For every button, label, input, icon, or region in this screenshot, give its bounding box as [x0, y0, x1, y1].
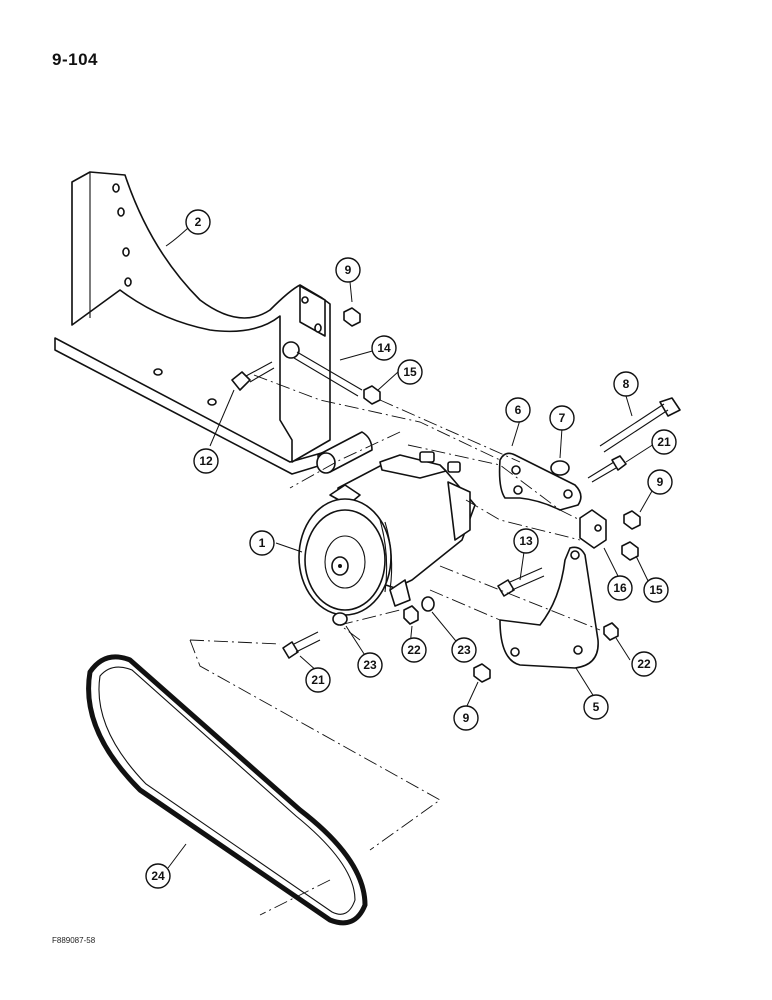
leader-lines	[165, 227, 657, 869]
callout-label: 5	[593, 700, 600, 714]
callout-13: 13	[513, 528, 539, 554]
callout-label: 14	[377, 341, 391, 355]
callout-label: 9	[345, 263, 352, 277]
callout-label: 9	[463, 711, 470, 725]
callout-label: 13	[519, 534, 533, 548]
callout-9: 9	[647, 469, 673, 495]
callout-label: 23	[457, 643, 471, 657]
callout-22: 22	[401, 637, 427, 663]
drive-belt	[86, 654, 368, 926]
callout-label: 15	[403, 365, 417, 379]
callout-label: 23	[363, 658, 377, 672]
callout-21: 21	[651, 429, 677, 455]
compressor	[298, 451, 476, 616]
callout-label: 15	[649, 583, 663, 597]
callout-15: 15	[643, 577, 669, 603]
callout-label: 21	[311, 673, 325, 687]
callout-1: 1	[249, 530, 275, 556]
callout-23: 23	[451, 637, 477, 663]
callout-16: 16	[607, 575, 633, 601]
callout-9: 9	[335, 257, 361, 283]
alignment-lines	[189, 374, 601, 916]
callout-label: 1	[259, 536, 266, 550]
callout-label: 21	[657, 435, 671, 449]
callout-label: 6	[515, 403, 522, 417]
callout-label: 2	[195, 215, 202, 229]
front-bracket	[498, 452, 582, 511]
spacer-block	[579, 509, 607, 549]
callout-5: 5	[583, 694, 609, 720]
callout-15: 15	[397, 359, 423, 385]
callout-24: 24	[145, 863, 171, 889]
callout-label: 9	[657, 475, 664, 489]
callout-23: 23	[357, 652, 383, 678]
callout-14: 14	[371, 335, 397, 361]
fasteners	[231, 307, 681, 683]
callout-label: 22	[637, 657, 651, 671]
figure-code: F889087-58	[52, 936, 96, 945]
callout-label: 12	[199, 454, 213, 468]
callout-label: 16	[613, 581, 627, 595]
callout-7: 7	[549, 405, 575, 431]
callout-2: 2	[185, 209, 211, 235]
callout-8: 8	[613, 371, 639, 397]
callout-9: 9	[453, 705, 479, 731]
callout-12: 12	[193, 448, 219, 474]
callout-label: 7	[559, 411, 566, 425]
callout-6: 6	[505, 397, 531, 423]
callout-21: 21	[305, 667, 331, 693]
callout-label: 22	[407, 643, 421, 657]
callout-label: 24	[151, 869, 165, 883]
page-number: 9-104	[52, 50, 98, 69]
rear-bracket	[499, 546, 599, 669]
callout-label: 8	[623, 377, 630, 391]
callout-22: 22	[631, 651, 657, 677]
mounting-bracket	[54, 171, 339, 475]
